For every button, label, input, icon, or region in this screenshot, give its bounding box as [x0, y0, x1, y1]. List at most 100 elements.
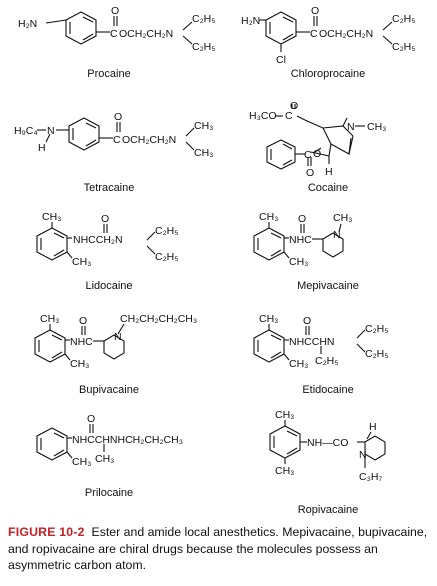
prilocaine-label: O — [87, 413, 95, 425]
lidocaine-label: CH₃ — [72, 256, 91, 268]
lidocaine-label: NHCCH₂N — [73, 234, 123, 246]
cocaine-label: O — [306, 167, 314, 179]
bupivacaine-label: CH₃ — [40, 313, 59, 325]
bupivacaine-label: O — [79, 315, 87, 327]
procaine-label: O — [111, 5, 119, 17]
tetracaine-label: H — [38, 142, 46, 154]
cocaine-benzene-ring — [266, 139, 296, 170]
prilocaine-label: NHCCHNHCH₂CH₂CH₃ — [72, 434, 183, 446]
prilocaine-structure: NHCCHNHCH₂CH₂CH₃ O CH₃ CH₃ — [36, 413, 183, 468]
chloroprocaine-label: OCH₂CH₂N — [319, 28, 373, 40]
mepivacaine-label: NHC — [289, 234, 312, 246]
compound-name-chloroprocaine: Chloroprocaine — [290, 68, 366, 80]
cocaine-label: H₃CO — [249, 110, 277, 122]
lidocaine-benzene-ring — [36, 227, 68, 261]
tetracaine-label: O — [114, 111, 122, 123]
etidocaine-label: NHCCHN — [289, 336, 335, 348]
compound-lidocaine: CH₃ NHCCH₂N O C₂H₅ C₂H₅ CH₃ Lidocaine — [0, 208, 218, 312]
etidocaine-label: C₂H₅ — [315, 355, 338, 367]
lidocaine-label: CH₃ — [42, 211, 61, 223]
chloroprocaine-label: C₂H₅ — [392, 41, 415, 53]
bupivacaine-label: NHC — [70, 336, 93, 348]
procaine-structure: H₂N O C OCH₂CH₂N C₂H₅ C₂H₅ — [18, 5, 215, 53]
etidocaine-label: CH₃ — [289, 358, 308, 370]
prilocaine-label: CH₃ — [95, 453, 114, 465]
etidocaine-label: C₂H₅ — [365, 348, 388, 360]
compound-name-cocaine: Cocaine — [307, 182, 349, 194]
chloroprocaine-label: C₂H₅ — [392, 13, 415, 25]
compound-name-prilocaine: Prilocaine — [84, 487, 134, 499]
lidocaine-label: C₂H₅ — [155, 251, 178, 263]
etidocaine-benzene-ring — [253, 329, 285, 363]
compound-procaine: H₂N O C OCH₂CH₂N C₂H₅ C₂H₅ Procaine — [0, 0, 218, 104]
mepivacaine-benzene-ring — [253, 227, 285, 261]
prilocaine-label: CH₃ — [72, 456, 91, 468]
ropivacaine-label: C₃H₇ — [359, 471, 382, 483]
procaine-label: C — [110, 28, 118, 40]
mepivacaine-structure: CH₃ NHC O N CH₃ CH₃ — [253, 211, 352, 268]
tetracaine-label: H₉C₄ — [14, 125, 38, 137]
mepivacaine-label: CH₃ — [259, 211, 278, 223]
chloroprocaine-label: O — [311, 5, 319, 17]
figure-caption: FIGURE 10-2 Ester and amide local anesth… — [8, 524, 430, 574]
cocaine-label: O — [290, 100, 298, 112]
compound-chloroprocaine: H₂N Cl O C OCH₂CH₂N C₂H₅ C₂H₅ Chloroproc… — [219, 0, 437, 104]
bupivacaine-label: N — [114, 331, 122, 343]
figure-caption-text: Ester and amide local anesthetics. Mepiv… — [8, 525, 428, 572]
lidocaine-label: C₂H₅ — [155, 225, 178, 237]
mepivacaine-label: CH₃ — [289, 256, 308, 268]
bupivacaine-label: CH₃ — [70, 358, 89, 370]
cocaine-label: CH₃ — [367, 121, 386, 133]
compound-name-bupivacaine: Bupivacaine — [79, 384, 139, 396]
cocaine-label: H — [325, 166, 333, 178]
compound-cocaine: H₃CO C O N CH₃ C O O H Cocaine — [219, 100, 437, 208]
compound-name-mepivacaine: Mepivacaine — [297, 280, 359, 292]
chloroprocaine-label: Cl — [276, 54, 286, 66]
etidocaine-label: C₂H₅ — [365, 323, 388, 335]
etidocaine-structure: CH₃ NHCCHN O C₂H₅ C₂H₅ CH₃ C₂H₅ — [253, 313, 388, 370]
compound-mepivacaine: CH₃ NHC O N CH₃ CH₃ Mepivacaine — [219, 208, 437, 312]
lidocaine-label: O — [101, 213, 109, 225]
tetracaine-label: CH₃ — [194, 147, 213, 159]
cocaine-structure: H₃CO C O N CH₃ C O O H — [249, 100, 386, 179]
bupivacaine-structure: CH₃ NHC O N CH₂CH₂CH₂CH₃ CH₃ — [34, 313, 197, 370]
compound-etidocaine: CH₃ NHCCHN O C₂H₅ C₂H₅ CH₃ C₂H₅ Etidocai… — [219, 312, 437, 416]
mepivacaine-piperidine-ring — [322, 232, 344, 258]
compound-name-ropivacaine: Ropivacaine — [297, 504, 359, 516]
compound-ropivacaine: CH₃ NH—CO H N C₃H₇ CH₃ Ropivacaine — [219, 409, 437, 520]
tetracaine-label: CH₃ — [194, 120, 213, 132]
tetracaine-label: N — [47, 125, 55, 137]
compound-name-procaine: Procaine — [87, 68, 131, 80]
tetracaine-structure: H₉C₄ N H O C OCH₂CH₂N CH₃ CH₃ — [14, 111, 213, 159]
compound-name-lidocaine: Lidocaine — [85, 280, 133, 292]
figure-caption-label: FIGURE 10-2 — [8, 525, 85, 539]
etidocaine-label: O — [303, 315, 311, 327]
compound-name-etidocaine: Etidocaine — [302, 384, 354, 396]
ropivacaine-label: N — [359, 449, 367, 461]
chloroprocaine-structure: H₂N Cl O C OCH₂CH₂N C₂H₅ C₂H₅ — [241, 5, 415, 66]
chloroprocaine-label: H₂N — [241, 15, 260, 27]
cocaine-label: O — [313, 148, 321, 160]
compound-tetracaine: H₉C₄ N H O C OCH₂CH₂N CH₃ CH₃ Tetracaine — [0, 104, 218, 208]
prilocaine-benzene-ring — [36, 427, 68, 461]
ropivacaine-label: H — [369, 421, 377, 433]
mepivacaine-label: N — [333, 229, 341, 241]
compound-prilocaine: NHCCHNHCH₂CH₂CH₃ O CH₃ CH₃ Prilocaine — [0, 413, 218, 520]
cocaine-label: C — [285, 110, 293, 122]
mepivacaine-label: O — [298, 213, 306, 225]
procaine-label: C₂H₅ — [192, 13, 215, 25]
procaine-label: H₂N — [18, 18, 37, 30]
etidocaine-label: CH₃ — [259, 313, 278, 325]
procaine-label: OCH₂CH₂N — [119, 28, 173, 40]
lidocaine-structure: CH₃ NHCCH₂N O C₂H₅ C₂H₅ CH₃ — [36, 211, 178, 268]
tetracaine-benzene-ring — [68, 117, 100, 151]
tetracaine-label: C — [113, 134, 121, 146]
mepivacaine-label: CH₃ — [333, 212, 352, 224]
ropivacaine-label: NH—CO — [307, 437, 348, 449]
ropivacaine-structure: CH₃ NH—CO H N C₃H₇ CH₃ — [269, 409, 386, 483]
ropivacaine-label: CH₃ — [275, 409, 294, 421]
tetracaine-label: OCH₂CH₂N — [122, 134, 176, 146]
compound-bupivacaine: CH₃ NHC O N CH₂CH₂CH₂CH₃ CH₃ Bupivacaine — [0, 312, 218, 416]
compound-name-tetracaine: Tetracaine — [83, 182, 135, 194]
ropivacaine-label: CH₃ — [275, 465, 294, 477]
